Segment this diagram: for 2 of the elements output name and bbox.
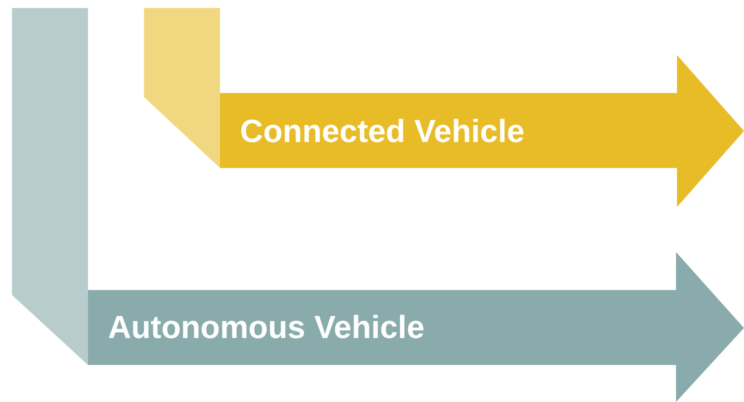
arrow-label: Autonomous Vehicle	[108, 308, 424, 346]
arrow-label: Connected Vehicle	[240, 112, 525, 150]
